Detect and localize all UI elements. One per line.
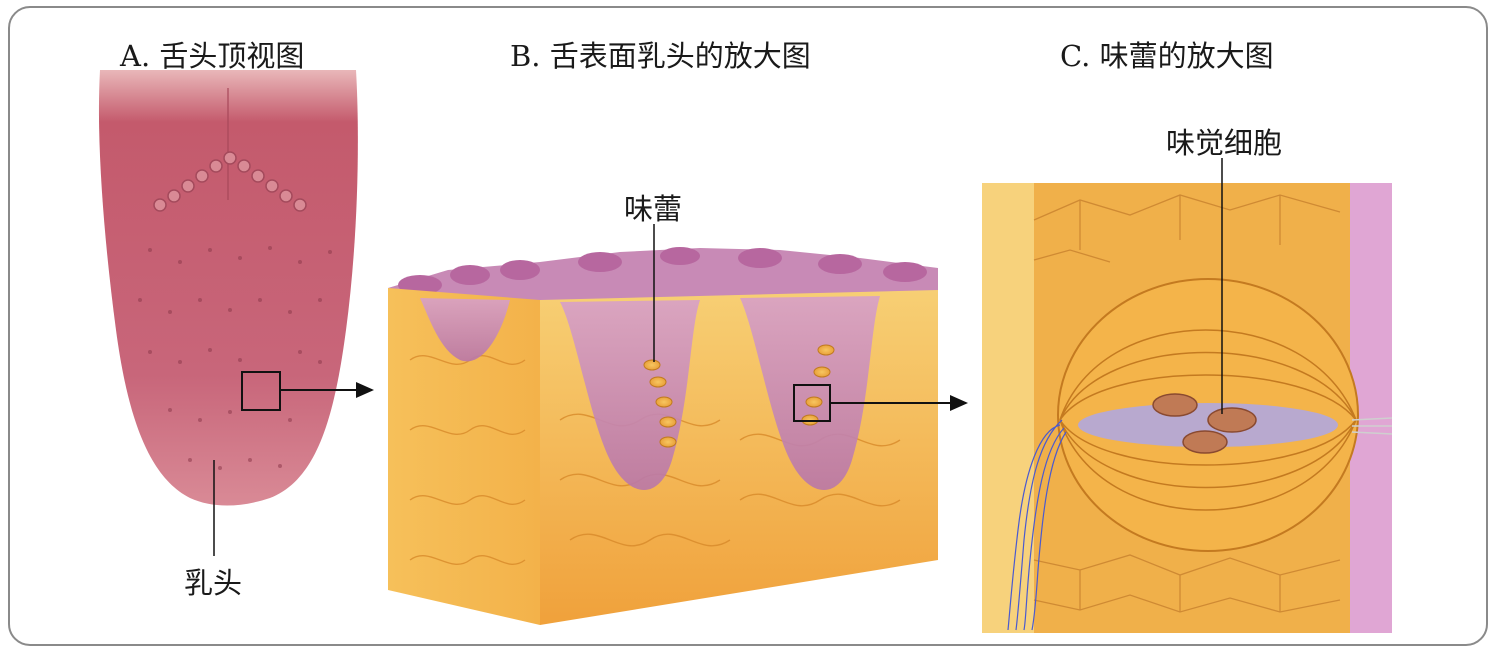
taste-bud-label: 味蕾 [624, 192, 683, 226]
papilla-block-illustration [388, 247, 938, 625]
taste-cell-label: 味觉细胞 [1166, 126, 1283, 160]
panel-c-title: C. 味蕾的放大图 [1060, 39, 1274, 73]
panel-a-title: A. 舌头顶视图 [120, 39, 305, 73]
taste-bud-illustration [982, 183, 1393, 633]
papilla-label: 乳头 [184, 566, 243, 600]
panel-b-title: B. 舌表面乳头的放大图 [510, 39, 811, 73]
tongue-illustration [98, 70, 358, 506]
